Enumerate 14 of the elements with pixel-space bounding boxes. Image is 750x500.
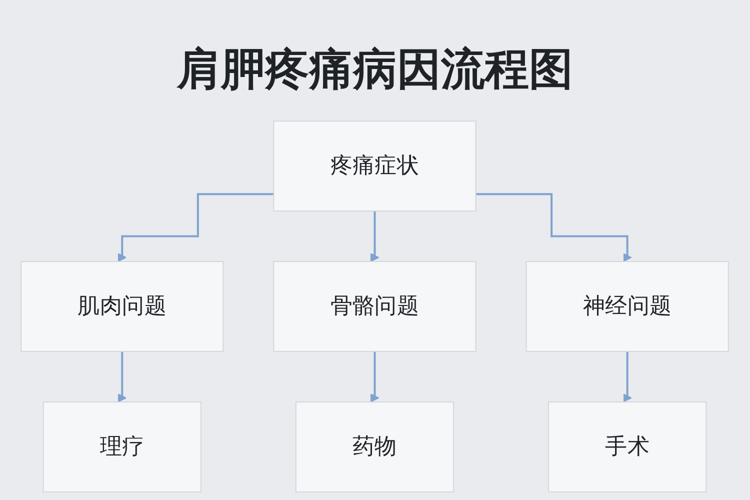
arrow [623, 350, 632, 402]
arrow [370, 210, 380, 262]
arrow [118, 350, 127, 402]
node-box: 疼痛症状 [273, 120, 477, 212]
node-box: 神经问题 [526, 261, 730, 352]
node-box: 肌肉问题 [20, 261, 224, 352]
node-box: 理疗 [43, 401, 202, 492]
arrow [476, 193, 632, 262]
node-box: 药物 [296, 401, 454, 492]
arrow [370, 350, 380, 402]
arrow [118, 193, 274, 262]
diagram-title: 肩胛疼痛病因流程图 [177, 43, 573, 97]
node-box: 骨骼问题 [273, 261, 477, 352]
node-box: 手术 [548, 401, 707, 492]
